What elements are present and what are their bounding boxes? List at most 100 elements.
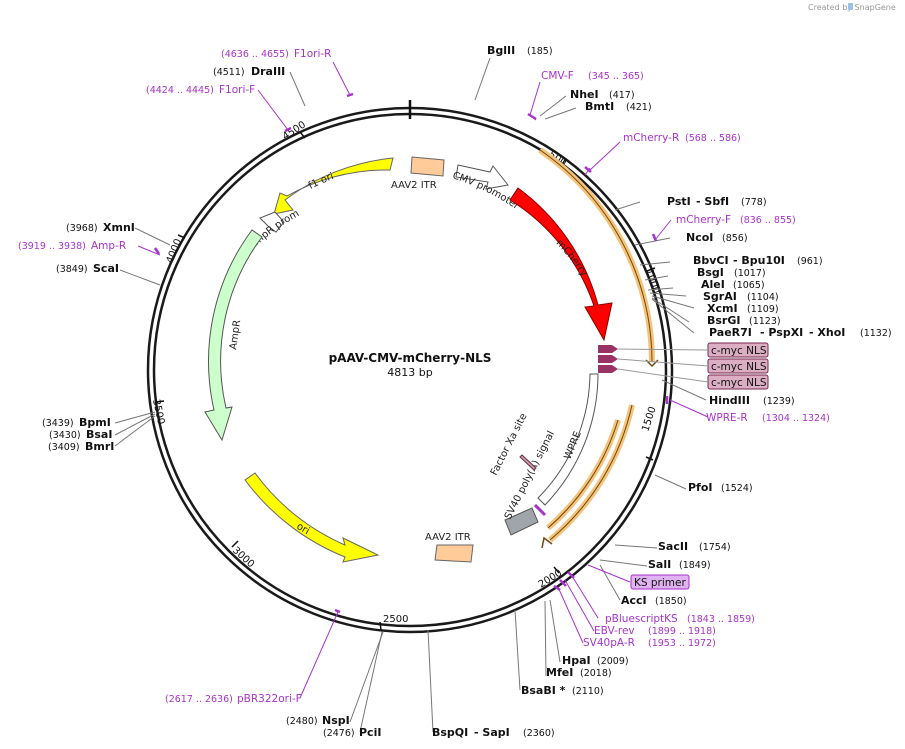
primer-pbluescriptks[interactable]: pBluescriptKS — [605, 613, 678, 625]
f1-ori-feature[interactable] — [273, 157, 394, 215]
enzyme-nhei[interactable]: NheI — [570, 88, 599, 101]
primer-ks: KS primer — [634, 577, 686, 589]
svg-text:(4636 .. 4655): (4636 .. 4655) — [221, 49, 289, 60]
svg-text:(3439): (3439) — [42, 418, 74, 429]
primer-sv40pa-r[interactable]: SV40pA-R — [583, 637, 635, 649]
primer-cmv-f[interactable]: CMV-F — [541, 70, 574, 82]
svg-text:(1524): (1524) — [721, 483, 753, 494]
plasmid-size: 4813 bp — [387, 366, 432, 379]
enzyme-nspi[interactable]: NspI — [322, 714, 350, 727]
svg-text:(2009): (2009) — [597, 656, 629, 667]
svg-text:(1304 .. 1324): (1304 .. 1324) — [762, 413, 830, 424]
enzyme-pspxi[interactable]: - PspXI — [760, 326, 803, 339]
svg-text:(1899 .. 1918): (1899 .. 1918) — [648, 626, 716, 637]
primer-mcherry-f[interactable]: mCherry-F — [676, 214, 731, 226]
primer-f1ori-r[interactable]: F1ori-R — [294, 48, 331, 60]
enzyme-sali[interactable]: SalI — [648, 558, 671, 571]
tick-label-1500: 1500 — [640, 405, 658, 433]
svg-text:(1953 .. 1972): (1953 .. 1972) — [648, 638, 716, 649]
svg-text:(3849): (3849) — [56, 264, 88, 275]
enzyme-paer7i[interactable]: PaeR7I — [709, 326, 752, 339]
ori-feature[interactable] — [244, 472, 380, 563]
aav2-itr-top-feature[interactable] — [410, 156, 445, 177]
enzyme-sapi[interactable]: - SapI — [474, 726, 510, 739]
primer-pbr322ori-f[interactable]: pBR322ori-F — [237, 693, 302, 705]
svg-text:(185): (185) — [527, 46, 553, 57]
ampr-promoter-feature[interactable] — [259, 211, 285, 233]
enzyme-scai[interactable]: ScaI — [93, 262, 119, 275]
svg-text:(778): (778) — [741, 197, 767, 208]
enzyme-sacii[interactable]: SacII — [658, 540, 688, 553]
enzyme-bsrgi[interactable]: BsrGI — [707, 314, 740, 327]
enzyme-draiii[interactable]: DraIII — [251, 65, 285, 78]
enzyme-hpai[interactable]: HpaI — [562, 654, 591, 667]
wpre-feature[interactable] — [537, 373, 599, 506]
primer-lines — [137, 61, 709, 699]
orf-mcherry-inner — [539, 149, 653, 363]
enzyme-bglii[interactable]: BglII — [487, 44, 515, 57]
tick-label-4000: 4000 — [165, 237, 185, 265]
primer-wpre-r[interactable]: WPRE-R — [706, 412, 748, 424]
cmyc-nls-features[interactable] — [598, 345, 618, 373]
ampr-promoter-label: AmpR promoter — [0, 0, 301, 252]
factor-xa-feature[interactable] — [519, 454, 537, 471]
enzyme-pcii[interactable]: PciI — [359, 726, 381, 739]
aav2-itr-top-label: AAV2 ITR — [391, 180, 437, 191]
primer-amp-r[interactable]: Amp-R — [91, 240, 126, 252]
enzyme-hindiii[interactable]: HindIII — [709, 394, 750, 407]
tick-label-2000: 2000 — [537, 568, 564, 591]
svg-text:(2360): (2360) — [523, 728, 555, 739]
cmyc-badges: c-myc NLS c-myc NLS c-myc NLS — [617, 342, 769, 390]
enzyme-bpmi[interactable]: BpmI — [79, 416, 111, 429]
mcherry-feature[interactable] — [509, 187, 613, 342]
enzyme-xhoi[interactable]: - XhoI — [809, 326, 845, 339]
enzyme-sgrai[interactable]: SgrAI — [703, 290, 737, 303]
svg-text:(345 .. 365): (345 .. 365) — [588, 71, 644, 82]
svg-text:(961): (961) — [797, 256, 823, 267]
enzyme-mfei[interactable]: MfeI — [546, 666, 573, 679]
svg-text:(1132): (1132) — [860, 328, 892, 339]
enzyme-alei[interactable]: AleI — [701, 278, 725, 291]
primer-mcherry-r[interactable]: mCherry-R — [623, 132, 679, 144]
cmv-promoter-feature[interactable] — [455, 164, 509, 190]
enzyme-bsai[interactable]: BsaI — [86, 428, 112, 441]
aav2-itr-bottom-feature[interactable] — [434, 544, 474, 563]
enzyme-psti[interactable]: PstI — [667, 195, 691, 208]
orf-wpre-arrowhead — [541, 536, 553, 549]
enzyme-sbfi[interactable]: - SbfI — [696, 195, 729, 208]
svg-text:(1109): (1109) — [747, 304, 779, 315]
ampr-feature[interactable] — [204, 229, 263, 442]
enzyme-pfoi[interactable]: PfoI — [688, 481, 713, 494]
sv40-polya-feature[interactable] — [504, 507, 539, 536]
svg-text:(1850): (1850) — [655, 596, 687, 607]
enzyme-bpu10i[interactable]: - Bpu10I — [733, 254, 785, 267]
svg-text:(421): (421) — [626, 102, 652, 113]
tick-label-3500: 3500 — [150, 398, 166, 425]
tick-label-3000: 3000 — [230, 545, 256, 570]
svg-text:(1754): (1754) — [699, 542, 731, 553]
sv40-primer-mark — [533, 503, 547, 517]
svg-text:(1123): (1123) — [749, 316, 781, 327]
enzyme-labels: BglII (185) NheI (417) BmtI (421) PstI -… — [42, 44, 892, 739]
enzyme-bbvci[interactable]: BbvCI — [693, 254, 729, 267]
primer-f1ori-f[interactable]: F1ori-F — [219, 84, 255, 96]
enzyme-acci[interactable]: AccI — [621, 594, 647, 607]
primer-ebv-rev[interactable]: EBV-rev — [594, 625, 635, 637]
enzyme-bspqi[interactable]: BspQI — [432, 726, 468, 739]
enzyme-xcmi[interactable]: XcmI — [707, 302, 738, 315]
ks-primer-badge[interactable] — [630, 574, 690, 590]
svg-text:(856): (856) — [722, 233, 748, 244]
leader-lines — [114, 57, 707, 733]
enzyme-xmni[interactable]: XmnI — [103, 221, 135, 234]
enzyme-bmri[interactable]: BmrI — [85, 440, 114, 453]
enzyme-bsgi[interactable]: BsgI — [697, 266, 724, 279]
enzyme-bsabi[interactable]: BsaBI * — [521, 684, 566, 697]
svg-text:(3409): (3409) — [48, 442, 80, 453]
orf-mcherry-outer — [538, 147, 655, 363]
svg-text:(1239): (1239) — [763, 396, 795, 407]
svg-text:(3919 .. 3938): (3919 .. 3938) — [18, 241, 86, 252]
enzyme-ncoi[interactable]: NcoI — [686, 231, 713, 244]
svg-text:c-myc NLS: c-myc NLS — [711, 377, 767, 389]
enzyme-bmti[interactable]: BmtI — [585, 100, 614, 113]
snapgene-logo-icon — [848, 3, 853, 10]
